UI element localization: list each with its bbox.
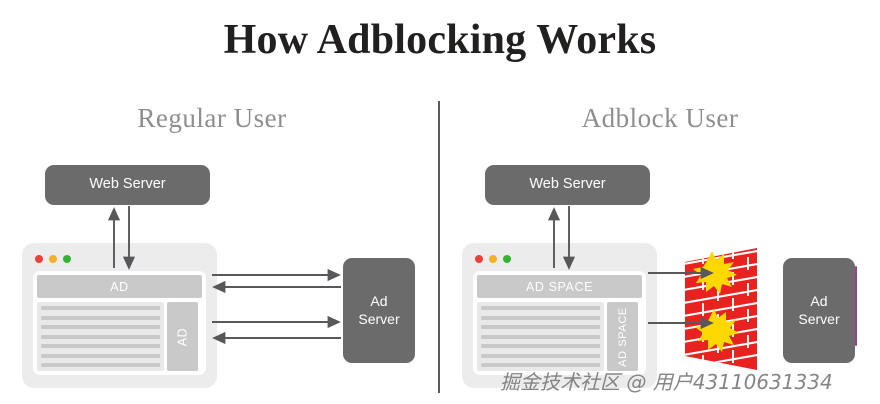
content-line [481, 363, 600, 367]
content-line [481, 353, 600, 358]
content-line [481, 315, 600, 320]
traffic-light-yellow-icon [49, 255, 57, 263]
left-traffic-lights [35, 255, 71, 263]
right-traffic-lights [475, 255, 511, 263]
right-ad-sidebar: AD SPACE [607, 302, 638, 371]
right-ad-banner: AD SPACE [477, 275, 642, 298]
content-line [481, 325, 600, 329]
right-page-content [477, 302, 604, 371]
content-line [41, 334, 160, 339]
right-browser-window: AD SPACE AD SPACE [462, 243, 657, 388]
content-line [481, 344, 600, 348]
content-line [41, 306, 160, 310]
traffic-light-yellow-icon [489, 255, 497, 263]
left-ad-server-box: Ad Server [343, 258, 415, 363]
right-web-server-box: Web Server [485, 165, 650, 205]
watermark-text: 掘金技术社区 @ 用户43110631334 [500, 370, 833, 394]
left-ad-sidebar: AD [167, 302, 198, 371]
left-page-content [37, 302, 164, 371]
impact-burst-top [693, 251, 737, 294]
left-browser-viewport: AD AD [33, 271, 206, 375]
traffic-light-green-icon [503, 255, 511, 263]
traffic-light-red-icon [475, 255, 483, 263]
left-web-server-box: Web Server [45, 165, 210, 205]
content-line [41, 363, 160, 367]
content-line [41, 325, 160, 329]
content-line [481, 306, 600, 310]
content-line [41, 344, 160, 348]
impact-burst-bottom [695, 309, 739, 352]
traffic-light-red-icon [35, 255, 43, 263]
content-line [41, 353, 160, 358]
content-line [481, 334, 600, 339]
column-heading-regular-user: Regular User [137, 103, 287, 133]
left-ad-server-line2: Server [358, 310, 400, 327]
left-ad-server-line1: Ad [370, 293, 388, 310]
traffic-light-green-icon [63, 255, 71, 263]
right-ad-server-line1: Ad [810, 293, 828, 310]
page-title: How Adblocking Works [223, 17, 657, 63]
center-divider [438, 101, 440, 393]
right-browser-viewport: AD SPACE AD SPACE [473, 271, 646, 375]
column-heading-adblock-user: Adblock User [581, 103, 739, 133]
right-ad-server-box: Ad Server [783, 258, 857, 363]
right-ad-sidebar-label: AD SPACE [616, 306, 629, 367]
left-browser-window: AD AD [22, 243, 217, 388]
right-ad-server-line2: Server [798, 310, 840, 327]
content-line [41, 315, 160, 320]
left-ad-banner: AD [37, 275, 202, 298]
left-ad-sidebar-label: AD [175, 327, 190, 346]
brick-wall-icon [685, 248, 757, 370]
